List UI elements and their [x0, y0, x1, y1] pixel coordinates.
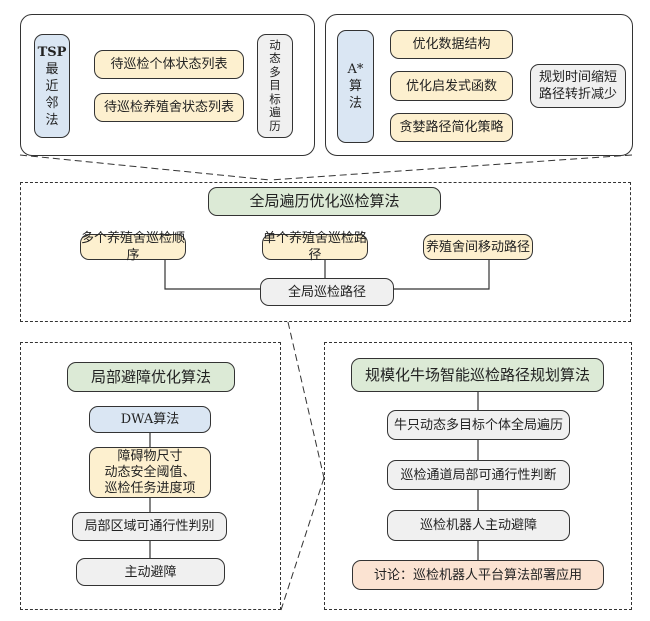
- tr-item-data-structure: 优化数据结构: [390, 30, 513, 59]
- result-char: 多: [269, 64, 281, 79]
- result-char: 遍: [269, 105, 281, 120]
- result-char: 动: [269, 37, 281, 52]
- method-char: 邻: [45, 95, 59, 111]
- factor-line: 动态安全阈值、: [104, 464, 196, 480]
- method-char: 近: [45, 78, 59, 94]
- factor-line: 障碍物尺寸: [117, 448, 183, 464]
- zoom-line-right-to-left: [280, 477, 325, 611]
- result-char: 标: [269, 91, 281, 106]
- mid-item-barn-order: 多个养殖舍巡检顺序: [80, 231, 186, 263]
- tsp-label: TSP: [37, 44, 67, 60]
- factor-line: 巡检任务进度项: [104, 480, 196, 496]
- global-panel: [20, 182, 631, 322]
- method-char: 法: [348, 96, 362, 111]
- br-discussion-node: 讨论：巡检机器人平台算法部署应用: [352, 560, 604, 590]
- tl-item-barn-status: 待巡检养殖舍状态列表: [94, 93, 244, 122]
- br-step-robot-avoidance: 巡检机器人主动避障: [387, 510, 570, 541]
- tl-item-individual-status: 待巡检个体状态列表: [94, 50, 244, 79]
- result-char: 态: [269, 51, 281, 66]
- dwa-node: DWA算法: [89, 406, 211, 433]
- zoom-line-mid-to-right: [287, 321, 325, 479]
- result-line: 路径转折减少: [538, 87, 617, 102]
- tr-item-greedy-simplify: 贪婪路径简化策略: [390, 113, 513, 142]
- local-title: 局部避障优化算法: [67, 362, 235, 392]
- br-step-channel-passability: 巡检通道局部可通行性判断: [387, 460, 570, 490]
- zoom-line-top-right: [269, 154, 633, 181]
- global-title: 全局遍历优化巡检算法: [208, 187, 441, 216]
- tr-result-node: 规划时间缩短 路径转折减少: [530, 64, 626, 108]
- overall-title: 规模化牛场智能巡检路径规划算法: [351, 358, 604, 392]
- br-step-global-traversal: 牛只动态多目标个体全局遍历: [387, 410, 570, 440]
- astar-label: A*: [347, 62, 364, 77]
- overall-panel: [324, 342, 632, 610]
- local-panel: [20, 342, 281, 610]
- mid-global-path: 全局巡检路径: [260, 278, 394, 306]
- zoom-line-top-left: [19, 154, 271, 181]
- local-passability-node: 局部区域可通行性判别: [72, 512, 227, 541]
- tr-item-heuristic: 优化启发式函数: [390, 71, 513, 101]
- result-line: 规划时间缩短: [538, 70, 617, 85]
- result-char: 历: [269, 118, 281, 133]
- tsp-method-node: TSP 最 近 邻 法: [34, 34, 70, 138]
- mid-item-single-barn-path: 单个养殖舍巡检路径: [262, 231, 368, 263]
- method-char: 算: [348, 79, 362, 94]
- result-char: 目: [269, 78, 281, 93]
- mid-item-inter-barn-path: 养殖舍间移动路径: [423, 234, 533, 260]
- dwa-factors-node: 障碍物尺寸 动态安全阈值、 巡检任务进度项: [89, 447, 211, 498]
- active-avoidance-node: 主动避障: [76, 558, 225, 586]
- tl-result-node: 动 态 多 目 标 遍 历: [257, 34, 293, 138]
- method-char: 法: [45, 112, 59, 128]
- astar-method-node: A* 算 法: [337, 30, 374, 143]
- method-char: 最: [45, 61, 59, 77]
